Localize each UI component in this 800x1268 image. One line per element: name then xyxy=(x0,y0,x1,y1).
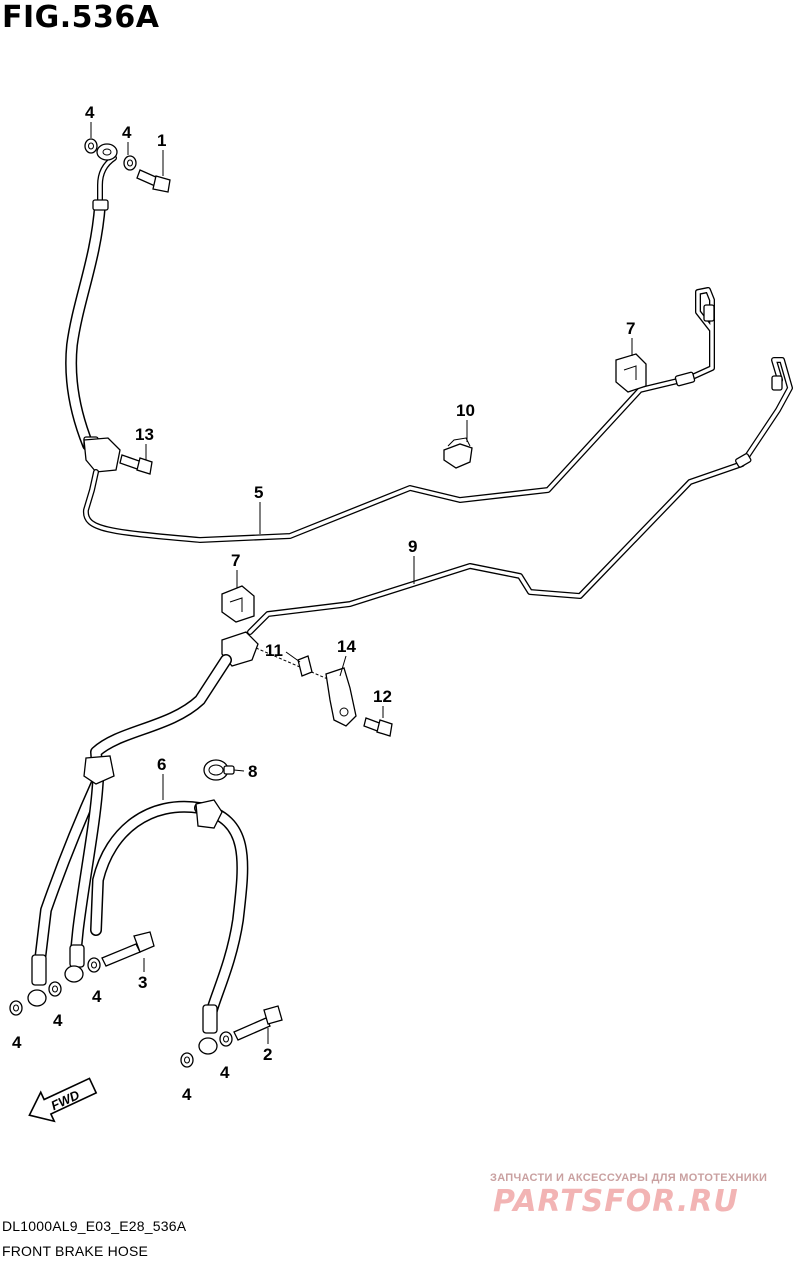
washer-top-left xyxy=(84,138,98,154)
washer-top-right xyxy=(123,155,137,171)
figure-caption: FRONT BRAKE HOSE xyxy=(2,1243,149,1259)
union-bolt-1 xyxy=(136,169,171,193)
washer-4-c xyxy=(87,957,101,973)
callout-4: 4 xyxy=(85,103,95,122)
callout-4: 4 xyxy=(12,1033,22,1052)
callout-5: 5 xyxy=(254,483,263,502)
washer-4-e xyxy=(9,1000,23,1016)
clamp-7-lower xyxy=(221,585,255,623)
lower-hose-left xyxy=(31,654,232,986)
callout-13: 13 xyxy=(135,425,154,444)
union-bolt-2 xyxy=(233,1005,283,1041)
bolt-11 xyxy=(297,655,313,677)
washer-4-d xyxy=(48,981,62,997)
callout-4: 4 xyxy=(122,123,132,142)
upper-hose xyxy=(65,155,117,451)
washer-4-g xyxy=(180,1052,194,1068)
forward-arrow-icon: FWD xyxy=(28,1077,98,1123)
upper-banjo xyxy=(96,143,118,161)
washer-4-f xyxy=(219,1031,233,1047)
watermark-logo: PARTSFOR.RU xyxy=(493,1184,739,1219)
callout-3: 3 xyxy=(138,973,147,992)
callout-12: 12 xyxy=(373,687,392,706)
callout-14: 14 xyxy=(337,637,356,656)
banjo-left xyxy=(27,965,84,1007)
model-code: DL1000AL9_E03_E28_536A xyxy=(2,1218,187,1234)
bolt-12 xyxy=(363,717,393,737)
brake-hose-6 xyxy=(90,799,249,1055)
union-bolt-3 xyxy=(101,931,155,967)
callout-2: 2 xyxy=(263,1045,272,1064)
callout-10: 10 xyxy=(456,401,475,420)
callout-4: 4 xyxy=(220,1063,230,1082)
hose-joint-upper xyxy=(82,287,715,543)
callout-8: 8 xyxy=(248,762,257,781)
callout-1: 1 xyxy=(157,131,166,150)
callout-7: 7 xyxy=(626,319,635,338)
watermark-tagline: ЗАПЧАСТИ И АКСЕССУАРЫ ДЛЯ МОТОТЕХНИКИ xyxy=(490,1172,768,1184)
callout-4: 4 xyxy=(53,1011,63,1030)
leader-lines xyxy=(90,122,633,1044)
figure-title: FIG.536A xyxy=(2,0,160,35)
callout-4: 4 xyxy=(182,1085,192,1104)
callout-labels: 4 4 1 7 13 10 5 9 7 11 14 12 6 8 3 4 4 4… xyxy=(12,103,635,1104)
clamp-7-upper xyxy=(615,353,647,393)
clip-10 xyxy=(443,437,473,469)
callout-11: 11 xyxy=(265,641,283,660)
callout-6: 6 xyxy=(157,755,166,774)
brake-pipe-9 xyxy=(247,357,793,635)
bolt-13 xyxy=(119,454,153,475)
callout-4: 4 xyxy=(92,987,102,1006)
bracket-14 xyxy=(325,667,357,727)
hose-clamp-8 xyxy=(203,759,235,781)
callout-9: 9 xyxy=(408,537,417,556)
callout-7: 7 xyxy=(231,551,240,570)
